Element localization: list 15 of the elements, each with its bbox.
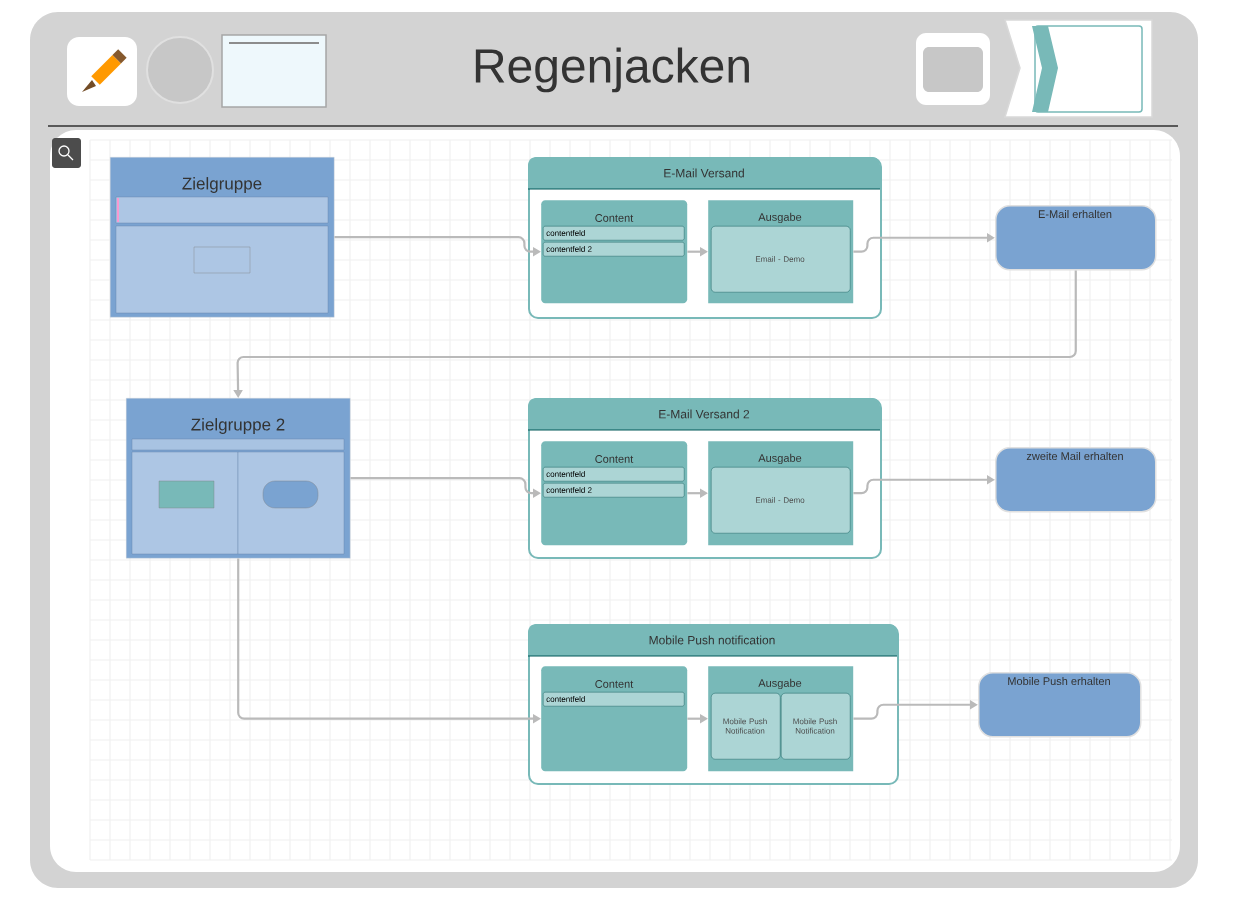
content-field: contentfeld	[543, 467, 685, 482]
target-group-box: Zielgruppe	[110, 157, 335, 318]
event-box: Mobile Push erhalten	[978, 672, 1142, 738]
content-field: contentfeld 2	[543, 242, 685, 257]
event-box: E-Mail erhalten	[995, 205, 1157, 271]
output-preview: Email - Demo	[711, 467, 851, 534]
target-group-box: Zielgruppe 2	[126, 398, 351, 559]
title: Regenjacken	[475, 47, 749, 93]
content-field: contentfeld 2	[543, 483, 685, 498]
content-field: contentfeld	[543, 692, 685, 707]
event-box: zweite Mail erhalten	[995, 447, 1157, 513]
output-preview: Mobile Push Notification	[781, 693, 851, 760]
output-preview: Mobile Push Notification	[711, 693, 781, 760]
content-field: contentfeld	[543, 226, 685, 241]
output-preview: Email - Demo	[711, 226, 851, 293]
